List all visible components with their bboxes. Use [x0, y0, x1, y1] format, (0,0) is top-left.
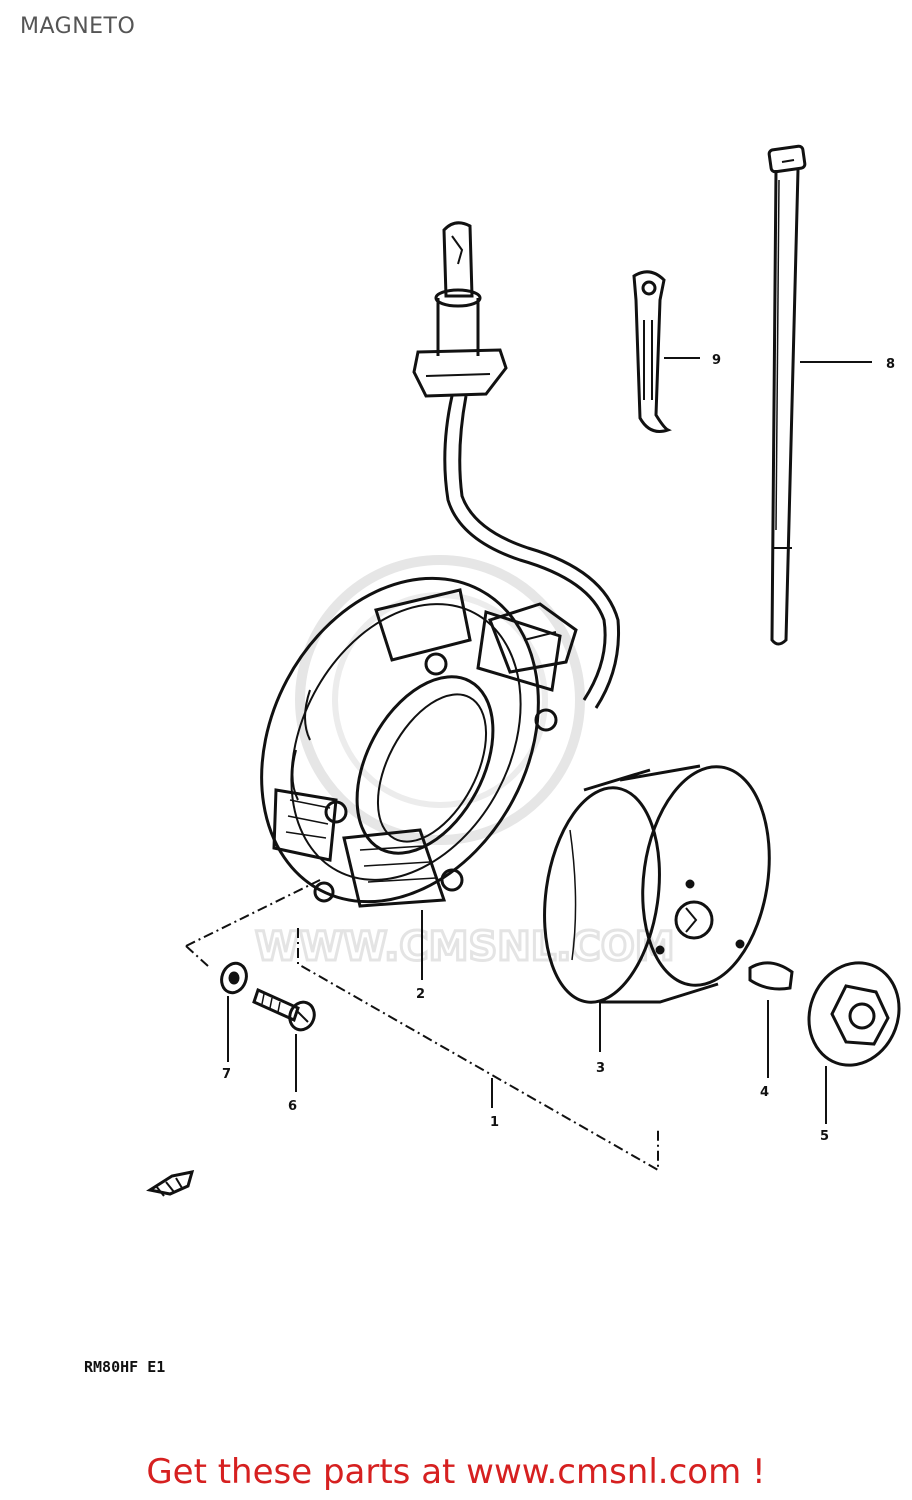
callout-8: 8: [886, 357, 895, 372]
part-2-stator: [260, 576, 578, 908]
callout-1: 1: [490, 1115, 499, 1130]
part-8-strap: [767, 144, 807, 646]
callout-3: 3: [596, 1061, 605, 1076]
leader-lines: [185, 357, 872, 1172]
callout-4: 4: [760, 1085, 769, 1100]
model-code: RM80HF E1: [84, 1358, 165, 1376]
part-7-washer: [220, 961, 248, 995]
watermark-text: WWW.CMSNL.COM: [255, 924, 675, 970]
front-arrow-icon: [146, 1170, 195, 1197]
part-5-nut: [807, 961, 901, 1067]
part-6-screw: [252, 987, 316, 1032]
part-2-wire-harness: [412, 221, 620, 709]
part-9-clip: [632, 270, 672, 433]
callout-9: 9: [712, 353, 721, 368]
page-title: MAGNETO: [20, 14, 136, 39]
callout-6: 6: [288, 1099, 297, 1114]
callout-2: 2: [416, 987, 425, 1002]
callout-7: 7: [222, 1067, 231, 1082]
part-4-key: [748, 961, 794, 991]
callout-5: 5: [820, 1129, 829, 1144]
part-3-rotor: [543, 764, 771, 1004]
footer-link[interactable]: Get these parts at www.cmsnl.com !: [146, 1452, 766, 1492]
